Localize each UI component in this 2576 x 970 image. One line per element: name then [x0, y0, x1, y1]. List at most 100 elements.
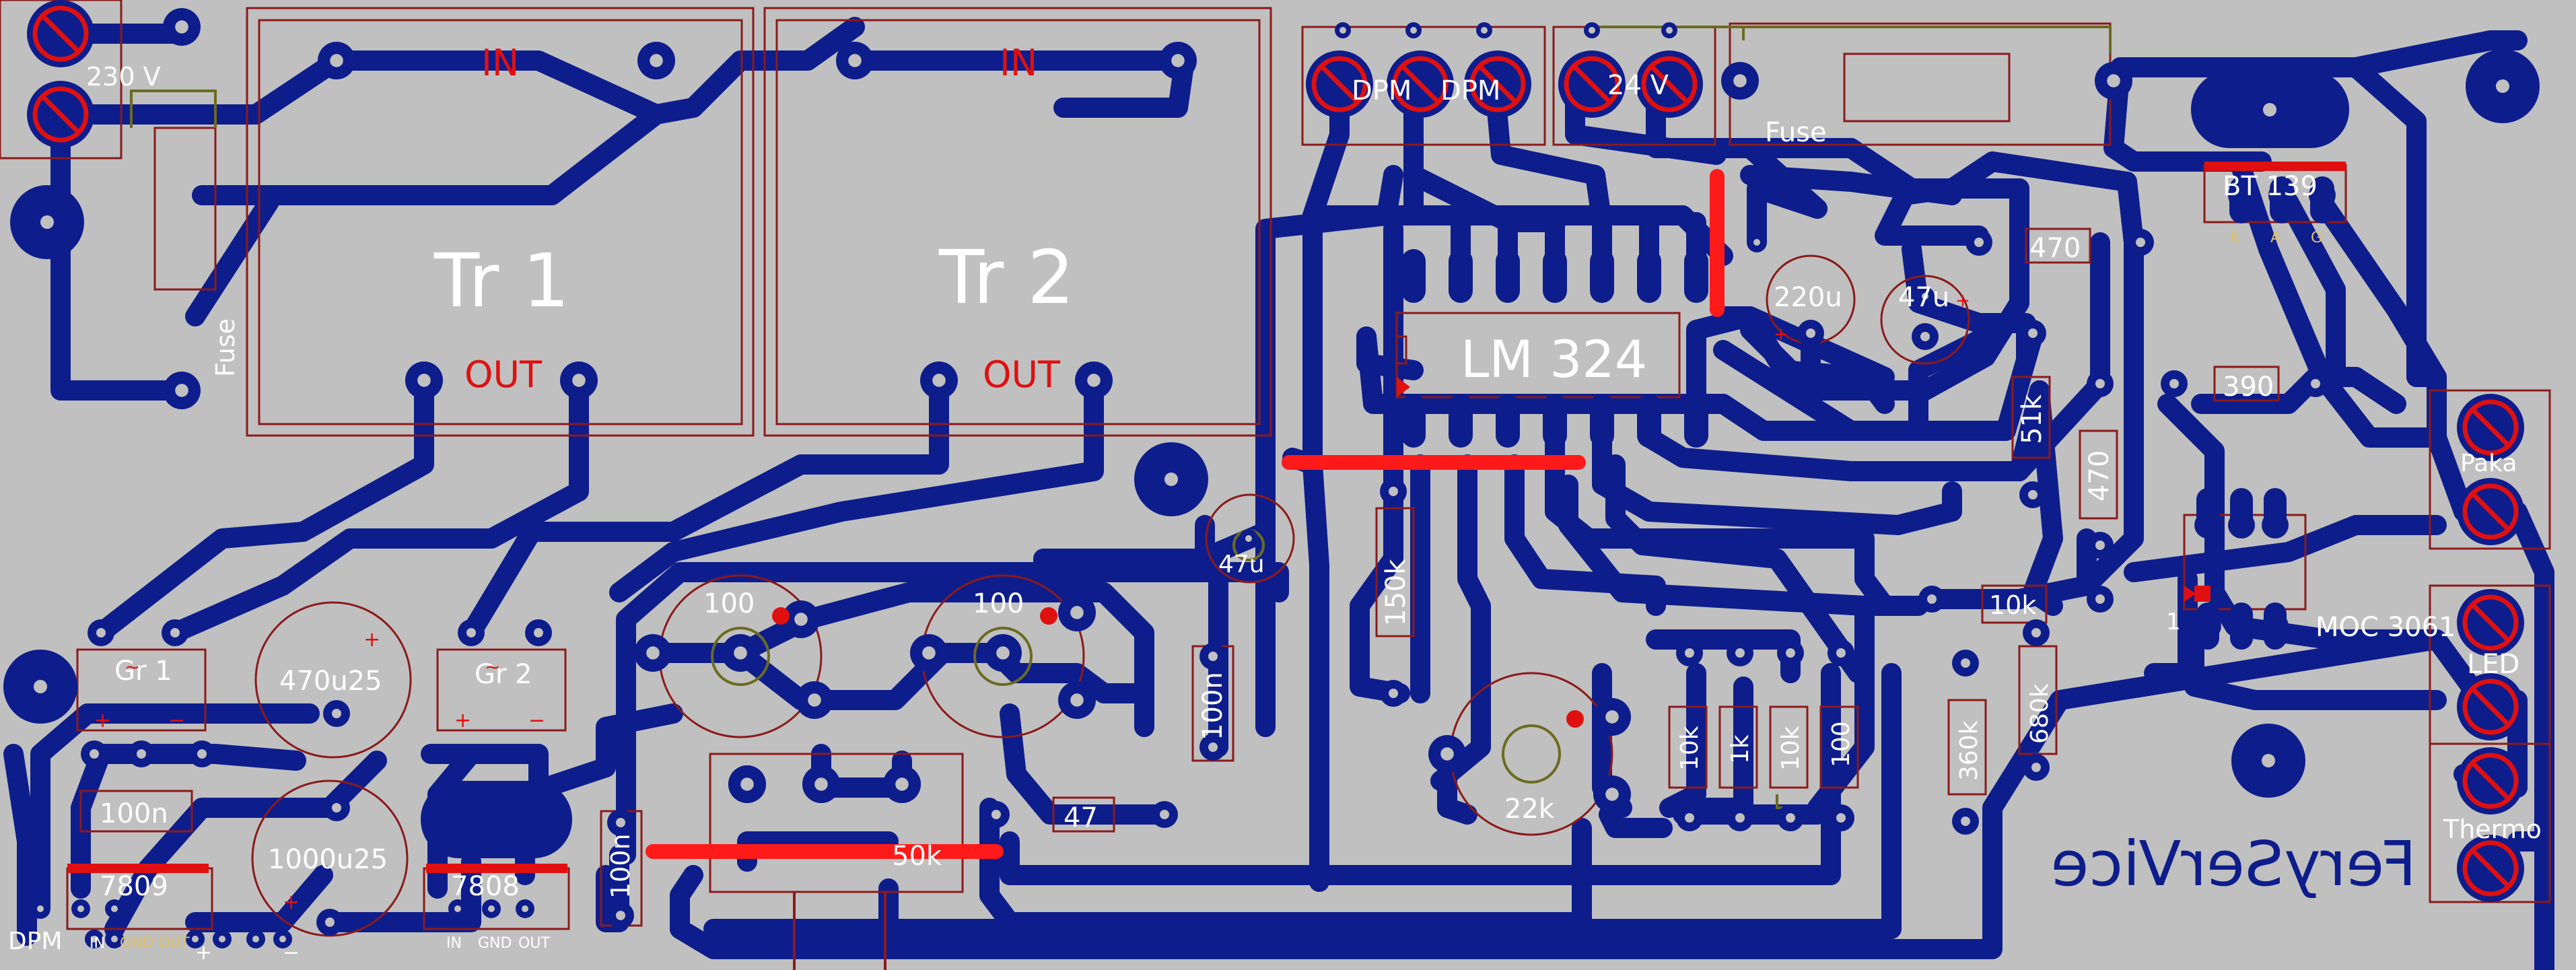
reg-7808-tab: [421, 781, 572, 858]
res-360k-outline: [1947, 699, 1987, 796]
cap-plus-sign: +: [283, 891, 300, 914]
pad-hole: [1087, 374, 1101, 387]
ic-pin: [1684, 394, 1708, 448]
pad-hole: [1410, 27, 1417, 34]
res-150k-label: 150k: [1381, 559, 1412, 626]
opamp-label: LM 324: [1461, 329, 1647, 389]
cap-100n-bottom-label: 100n: [606, 833, 635, 899]
screw-terminal: [2457, 394, 2524, 461]
pad-hole: [1685, 648, 1694, 658]
pad-hole: [252, 936, 259, 942]
ic-pin: [1637, 249, 1661, 303]
screw-terminals: [27, 0, 2524, 902]
pad-hole: [197, 749, 207, 759]
pad-hole: [2311, 379, 2320, 388]
res-100-label: 100: [1827, 721, 1855, 767]
pad-hole: [330, 54, 343, 67]
screw-terminal: [1636, 50, 1703, 118]
pad-hole: [1806, 328, 1815, 338]
pad-hole: [1589, 27, 1595, 34]
reg-7808-pin-out: OUT: [518, 935, 550, 952]
pad-hole: [91, 936, 98, 942]
pad-hole: [332, 709, 341, 718]
res-51k-outline: [2011, 376, 2051, 459]
screw-terminal: [1306, 50, 1373, 118]
pot-100-left-label: 100: [703, 588, 755, 619]
pad-hole: [1735, 648, 1745, 658]
pad-hole: [848, 54, 862, 67]
dpm2-label: DPM: [1440, 75, 1500, 106]
cap-1000u25-label: 1000u25: [268, 844, 388, 875]
jumpers: [646, 169, 1725, 859]
ic-pin: [1684, 249, 1708, 303]
pad-hole: [2095, 379, 2105, 388]
opto-label: MOC 3061: [2316, 612, 2456, 643]
pad-hole: [2136, 238, 2145, 247]
pad-hole: [1208, 652, 1218, 661]
pad-hole: [2028, 490, 2038, 499]
pad-hole: [2031, 763, 2041, 772]
triac-a-label: A: [2270, 230, 2281, 246]
pad-hole: [1666, 27, 1673, 34]
cap-47u-right-label: 47u: [1898, 282, 1949, 313]
res-470-vert-outline: [2079, 429, 2118, 520]
paka-terminal-outline: [2429, 389, 2551, 550]
pad-hole: [1961, 817, 1970, 826]
tr2-title: Tr 2: [938, 234, 1074, 320]
terminal-led-label: LED: [2467, 649, 2519, 680]
mounting-holes: [3, 49, 2540, 858]
reg-7808-pin-in: IN: [446, 935, 462, 952]
pad-hole: [170, 628, 180, 637]
fuse-right-body: [1843, 53, 2011, 123]
reg-7809-pin-in: IN: [90, 935, 105, 952]
triac-g-label: G: [2311, 230, 2322, 246]
fuse-left-outline: [153, 127, 217, 291]
res-1k-outline: [1718, 705, 1758, 789]
ic-pin: [1496, 249, 1520, 303]
screw-terminal: [27, 0, 94, 67]
pad-hole: [90, 749, 99, 759]
moc-chip: [2184, 586, 2211, 602]
pad-hole: [111, 936, 118, 942]
ic-pin: [1637, 394, 1661, 448]
terminal-paka-label: Paka: [2460, 450, 2517, 477]
pad-hole: [650, 54, 663, 67]
fuse-right-label: Fuse: [1765, 117, 1827, 148]
cap-47u-center-outline: [1205, 493, 1295, 584]
pad-hole: [1245, 535, 1252, 542]
res-390-outline: [2213, 366, 2280, 402]
screw-terminal: [2457, 835, 2524, 902]
thermo-terminal-outline: [2429, 742, 2551, 903]
pad-hole: [1735, 813, 1745, 823]
cap-plus-sign: +: [1774, 324, 1788, 345]
pad-hole: [1389, 689, 1398, 698]
res-10k-horiz-label: 10k: [1989, 590, 2036, 620]
rect-plus-sign: +: [454, 709, 471, 732]
rect-minus-sign: −: [528, 709, 545, 732]
pad-hole: [1605, 710, 1619, 724]
pad-hole: [616, 818, 625, 827]
res-680k-outline: [2018, 645, 2058, 755]
ic-pin: [1449, 249, 1473, 303]
dpm1-label: DPM: [1352, 75, 1412, 106]
cap-220u-label: 220u: [1774, 282, 1842, 313]
pad-hole: [572, 374, 586, 387]
pad-hole: [137, 749, 146, 759]
cap-470u25-outline: [254, 601, 412, 759]
cap-47u-center-label: 47u: [1218, 551, 1265, 578]
ic-pin: [1401, 394, 1426, 448]
pad-hole: [2095, 541, 2105, 550]
pad-hole: [1753, 239, 1760, 246]
pad-hole: [279, 936, 286, 942]
screw-terminal: [1387, 50, 1454, 118]
moc-pin: [2264, 602, 2287, 650]
screw-terminal: [2457, 747, 2524, 815]
res-1k-label: 1k: [1727, 734, 1754, 764]
pad-hole: [932, 374, 946, 387]
tr1-outline: [246, 7, 755, 437]
pad-hole: [2169, 379, 2179, 388]
pad-hole: [1786, 813, 1795, 823]
pad-hole: [192, 936, 199, 942]
ic-pin: [1496, 394, 1520, 448]
moc-pin: [2230, 488, 2253, 535]
